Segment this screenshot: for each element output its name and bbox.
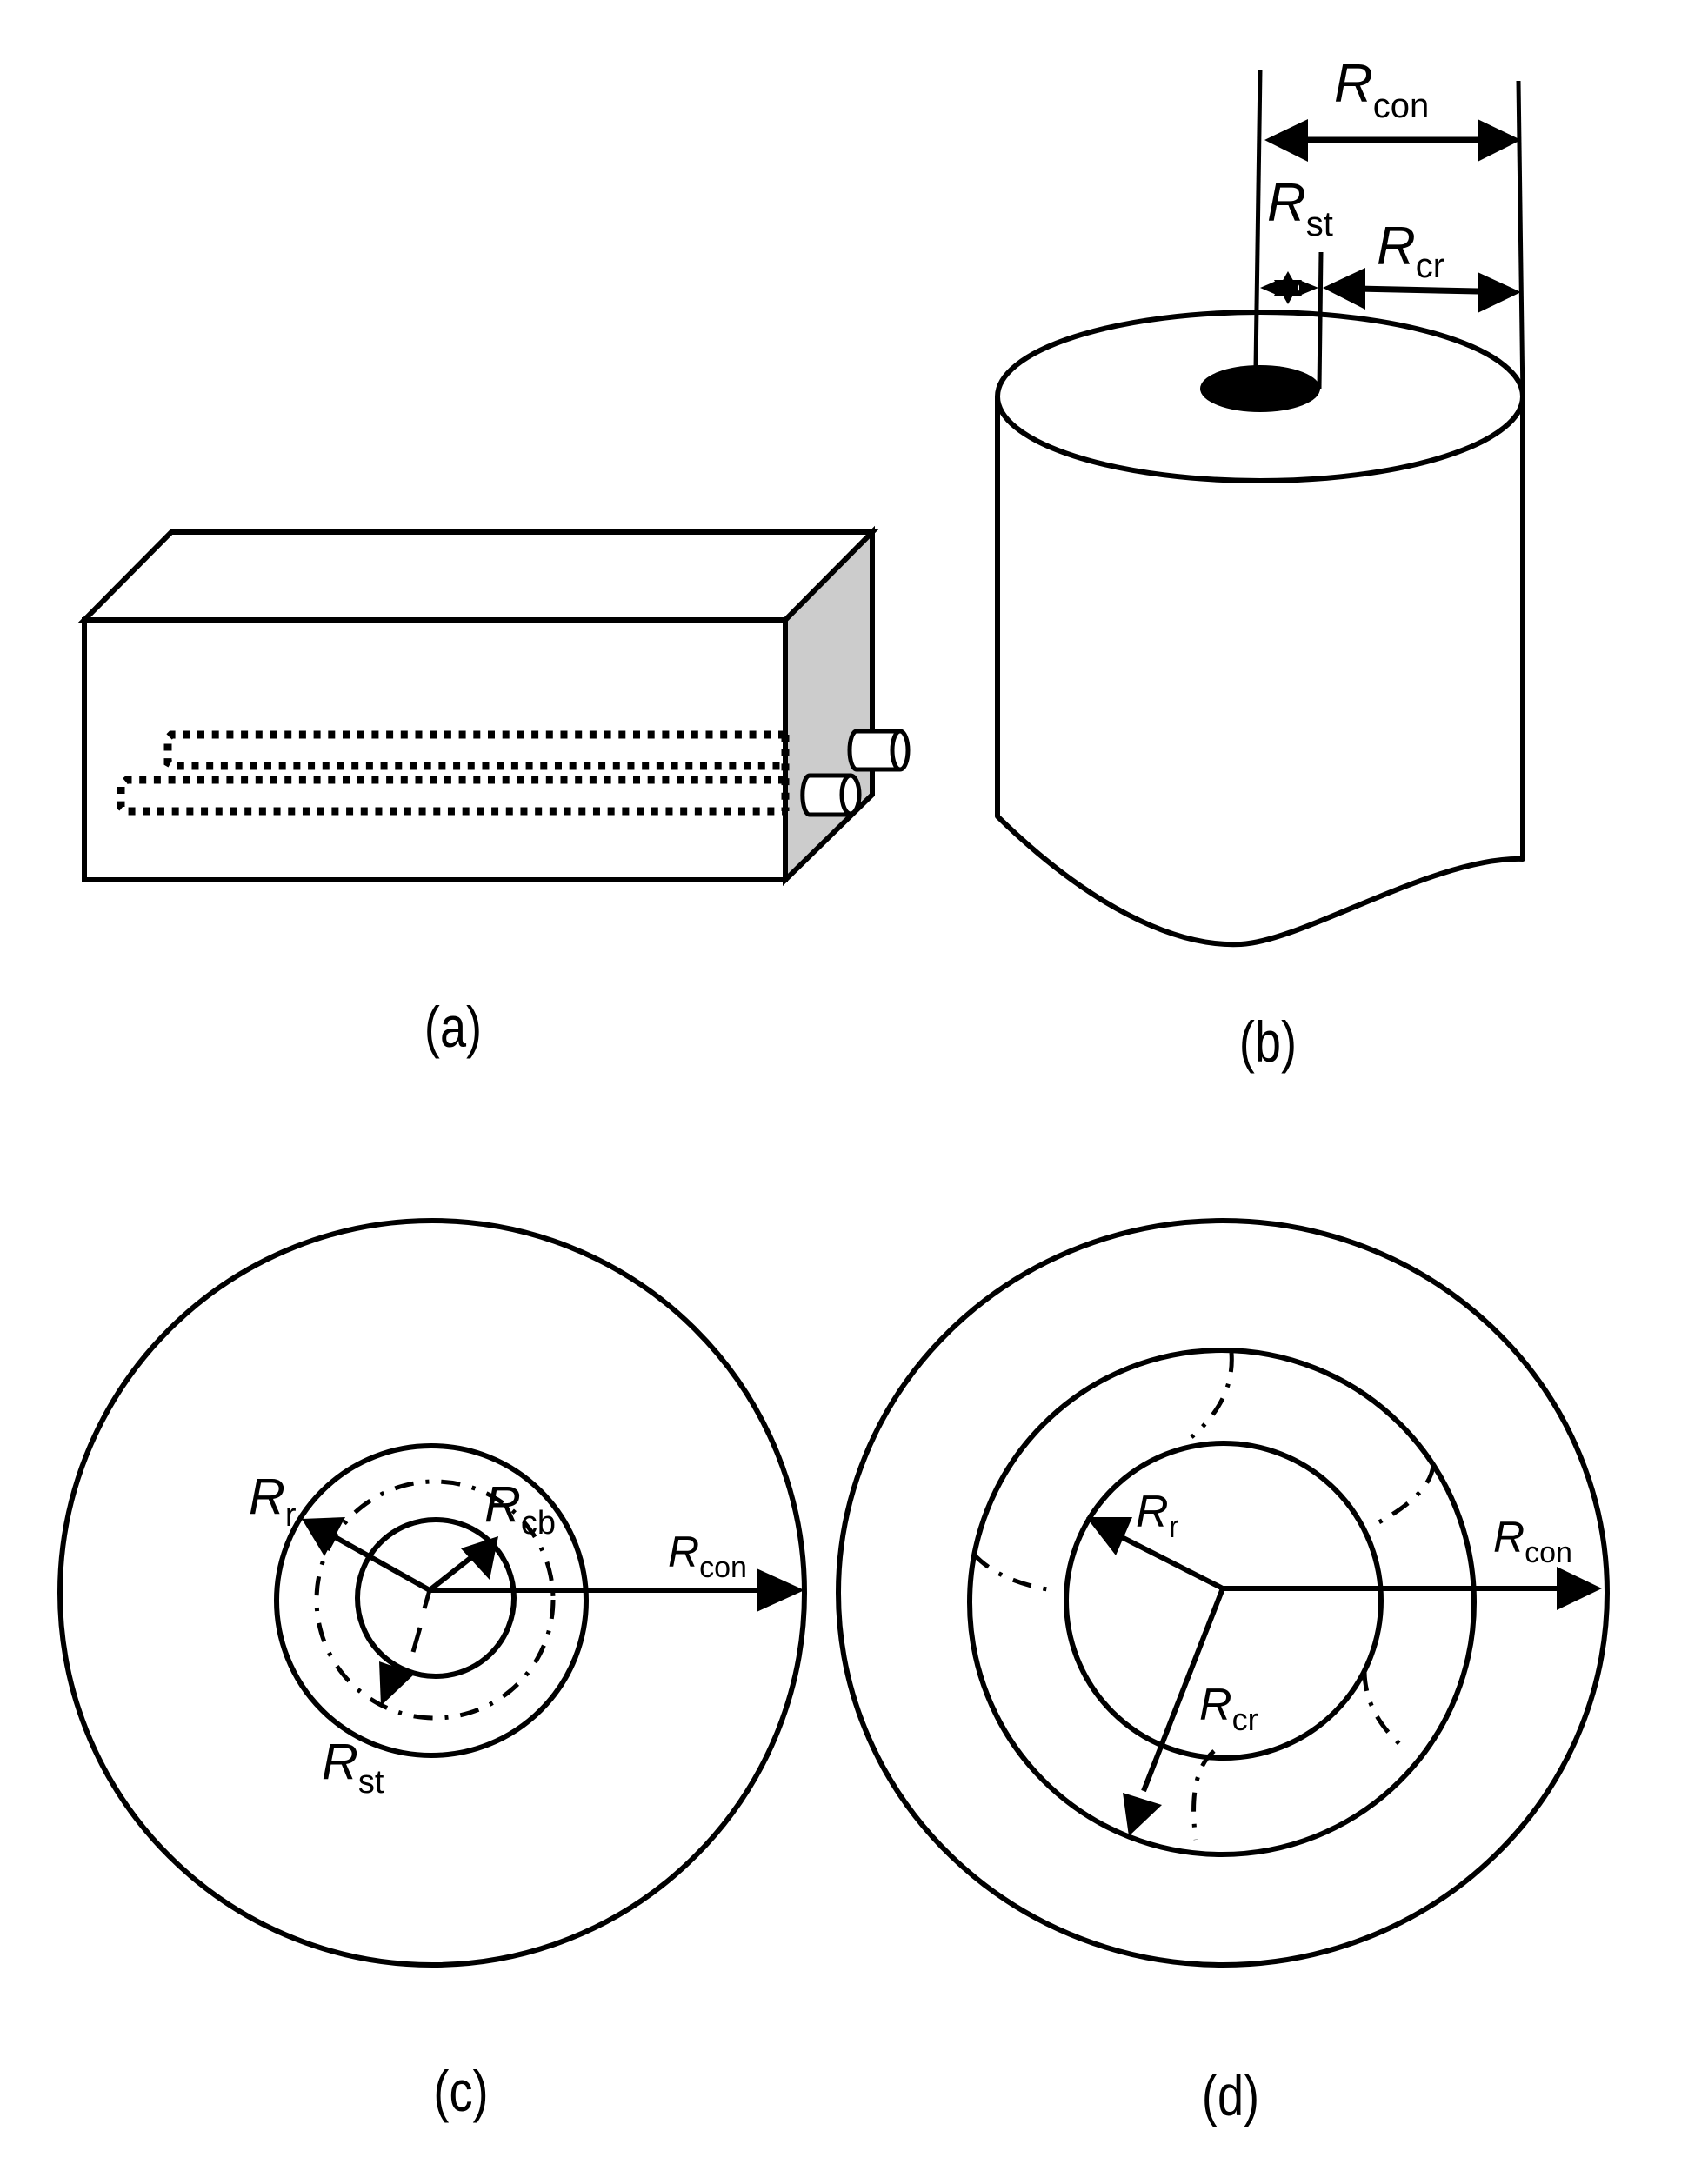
panel-d: Rr Rcon Rcr (d) [836, 1218, 1610, 2127]
r-r-arrow [302, 1517, 431, 1593]
crack-line-left [972, 1553, 1054, 1593]
pipe-outlet-lower [800, 773, 862, 817]
r-r-arrow-d [1086, 1517, 1224, 1591]
ring-inner-circle-d [1064, 1441, 1384, 1761]
label-b-r-cr: Rcr [1377, 216, 1444, 285]
block-top-face [77, 529, 879, 623]
caption-b: (b) [1239, 1009, 1297, 1074]
label-c-r-cb: Rcb [484, 1476, 556, 1541]
dash-dot-circle [314, 1479, 556, 1721]
extension-line-left [1253, 69, 1263, 368]
panel-a: (a) [77, 525, 911, 1059]
r-con-arrow-c [430, 1568, 804, 1612]
pipe-loop-upper [163, 730, 785, 770]
block-front-face [82, 617, 788, 882]
label-b-r-st: Rst [1267, 173, 1333, 243]
r-con-dimension-arrow [1264, 119, 1521, 162]
crack-line-bottom [1191, 1749, 1216, 1841]
concrete-outer-circle-d [836, 1218, 1610, 1968]
extension-line-hole [1317, 251, 1324, 390]
r-st-star-icon [1260, 271, 1318, 304]
label-d-r-cr: Rcr [1199, 1680, 1258, 1737]
caption-d: (d) [1202, 2063, 1259, 2127]
r-cr-arrow-d [1123, 1587, 1225, 1836]
core-circle [355, 1517, 517, 1679]
cylinder-body [995, 396, 1525, 948]
label-d-r-con: Rcon [1493, 1513, 1572, 1569]
r-st-arrow [379, 1589, 432, 1706]
panel-c: Rr Rcb Rcon Rst (c) [57, 1218, 807, 2123]
crack-line-right-lower [1362, 1671, 1410, 1753]
label-d-r-r: Rr [1136, 1487, 1179, 1544]
label-c-r-con: Rcon [668, 1528, 747, 1584]
concrete-outer-circle [57, 1218, 807, 1968]
extension-line-right [1516, 80, 1525, 401]
label-b-r-con: Rcon [1334, 54, 1429, 125]
caption-a: (a) [424, 995, 482, 1059]
ring-outer-circle [274, 1443, 589, 1758]
caption-c: (c) [433, 2059, 488, 2123]
r-cr-dimension-arrow [1323, 268, 1521, 313]
label-c-r-st: Rst [322, 1734, 384, 1801]
panel-b: Rcon Rst Rcr (b) [995, 54, 1525, 1074]
crack-line-top [1190, 1352, 1234, 1439]
ring-outer-circle-d [967, 1348, 1477, 1857]
r-cb-arrow [428, 1536, 498, 1593]
central-hole [1200, 365, 1320, 412]
pipe-loop-lower [117, 776, 785, 816]
crack-line-right-upper [1371, 1464, 1436, 1528]
pipe-outlet-upper [847, 729, 911, 772]
r-con-arrow-d [1223, 1567, 1602, 1610]
label-c-r-r: Rr [249, 1468, 297, 1534]
